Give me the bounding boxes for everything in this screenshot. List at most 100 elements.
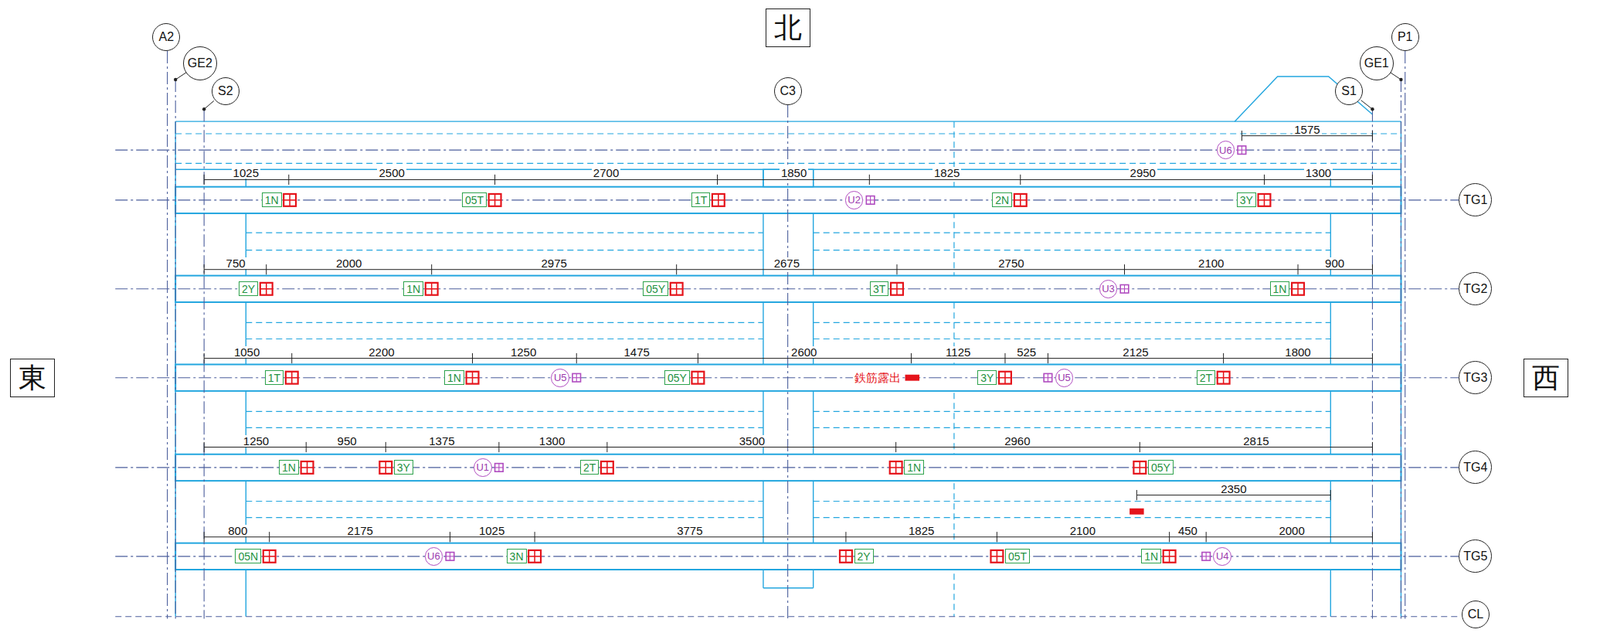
inspection-mark-cross bbox=[1217, 377, 1230, 379]
hidden-edge bbox=[813, 232, 1332, 234]
dimension-tick bbox=[845, 531, 846, 542]
dimension-label: 1025 bbox=[231, 166, 261, 179]
grid-bubble: C3 bbox=[774, 77, 802, 106]
node-label: 1T bbox=[694, 194, 707, 206]
anchor-mark bbox=[572, 373, 581, 382]
dimension-label: 2200 bbox=[366, 346, 396, 358]
anchor-mark-cross bbox=[445, 555, 455, 557]
anchor-mark-cross bbox=[1202, 555, 1211, 557]
dimension-label: 525 bbox=[1015, 346, 1038, 358]
inspection-mark-cross bbox=[670, 288, 683, 290]
hidden-edge bbox=[813, 338, 1332, 340]
dimension-line bbox=[203, 536, 1373, 537]
inspection-mark-cross bbox=[691, 377, 704, 379]
grid-bubble: S2 bbox=[211, 77, 240, 106]
anchor-mark bbox=[1120, 285, 1129, 294]
dimension-tick bbox=[1205, 531, 1207, 542]
direction-box: 東 bbox=[10, 358, 55, 398]
member-tag: 1N bbox=[1270, 281, 1291, 296]
dimension-label: 1050 bbox=[232, 346, 262, 358]
hidden-edge bbox=[245, 232, 764, 234]
hidden-edge bbox=[813, 427, 1332, 429]
inspection-mark-cross bbox=[990, 555, 1003, 558]
inspection-mark bbox=[1163, 550, 1176, 563]
dimension-label: 2675 bbox=[772, 257, 802, 269]
member-tag: 3T bbox=[869, 281, 889, 296]
dimension-label: 1825 bbox=[932, 166, 962, 179]
anchor-tag: U2 bbox=[845, 190, 864, 210]
dimension-label: 950 bbox=[336, 434, 359, 447]
dimension-tick bbox=[305, 441, 307, 452]
dimension-tick bbox=[1372, 353, 1373, 364]
grid-axis bbox=[166, 50, 168, 619]
dimension-label: 3500 bbox=[737, 434, 767, 447]
member-tag: 3Y bbox=[977, 370, 997, 385]
inspection-mark bbox=[998, 371, 1012, 384]
node-label: S2 bbox=[217, 84, 234, 98]
node-label: 1N bbox=[264, 194, 279, 206]
note-label: 鉄筋露出 bbox=[852, 371, 903, 384]
dimension-tick bbox=[1241, 130, 1243, 141]
inspection-mark-cross bbox=[260, 288, 273, 290]
node-label: 1N bbox=[1144, 550, 1159, 562]
member-tag: 05T bbox=[1005, 548, 1030, 564]
member-tag: 1N bbox=[444, 370, 465, 385]
dimension-label: 2350 bbox=[1219, 482, 1248, 495]
grid-bubble: TG4 bbox=[1458, 450, 1492, 484]
dimension-tick bbox=[203, 531, 205, 542]
inspection-mark-cross bbox=[466, 377, 479, 379]
member-tag: 05T bbox=[461, 192, 487, 208]
inspection-mark bbox=[691, 371, 704, 384]
member-tag: 1N bbox=[1141, 548, 1162, 564]
member-tag: 3Y bbox=[1236, 192, 1257, 208]
dimension-label: 1250 bbox=[241, 434, 271, 447]
grid-axis bbox=[1400, 79, 1402, 619]
inspection-mark bbox=[1291, 282, 1305, 296]
member-tag: 1N bbox=[403, 281, 424, 296]
dimension-tick bbox=[1263, 174, 1265, 185]
member-tag: 2T bbox=[580, 459, 599, 475]
hidden-edge bbox=[245, 338, 764, 340]
hidden-edge bbox=[175, 163, 1401, 164]
axis-leader bbox=[1361, 100, 1373, 110]
inspection-mark-cross bbox=[1163, 555, 1176, 558]
dimension-tick bbox=[1124, 264, 1125, 275]
inspection-mark-cross bbox=[1258, 199, 1271, 201]
node-label: U5 bbox=[553, 372, 568, 383]
dimension-tick bbox=[895, 441, 897, 452]
dimension-label: 1025 bbox=[477, 524, 507, 537]
grid-bubble: TG1 bbox=[1458, 183, 1492, 217]
inspection-mark-cross bbox=[712, 199, 725, 201]
dimension-tick bbox=[1330, 489, 1332, 500]
grid-bubble: TG5 bbox=[1458, 539, 1492, 573]
dimension-label: 1475 bbox=[621, 346, 651, 358]
dimension-tick bbox=[268, 531, 270, 542]
anchor-tag: U1 bbox=[473, 458, 493, 477]
dimension-label: 2700 bbox=[591, 166, 621, 179]
node-label: 2T bbox=[583, 461, 596, 473]
anchor-mark bbox=[445, 552, 455, 561]
node-label: 東 bbox=[18, 363, 47, 392]
grid-axis bbox=[1372, 108, 1373, 619]
member-tag: 2Y bbox=[854, 548, 874, 564]
inspection-mark bbox=[301, 461, 314, 474]
dimension-label: 2750 bbox=[996, 257, 1026, 269]
dimension-label: 2815 bbox=[1241, 434, 1271, 447]
damage-mark bbox=[1129, 508, 1144, 515]
inspection-mark-cross bbox=[263, 555, 276, 558]
dimension-tick bbox=[203, 353, 205, 364]
node-label: 05Y bbox=[645, 283, 666, 295]
anchor-mark-cross bbox=[1043, 377, 1053, 378]
dimension-tick bbox=[291, 353, 293, 364]
node-label: 05T bbox=[1008, 550, 1027, 562]
inspection-mark-cross bbox=[528, 555, 541, 558]
inspection-mark bbox=[1014, 193, 1027, 207]
member-tag: 2N bbox=[991, 192, 1013, 208]
node-label: 1N bbox=[907, 461, 921, 473]
dimension-tick bbox=[1222, 353, 1224, 364]
anchor-mark bbox=[1043, 373, 1053, 382]
hidden-edge bbox=[813, 249, 1332, 251]
member-tag: 2Y bbox=[238, 281, 259, 296]
grid-axis bbox=[115, 288, 1459, 289]
axis-leader bbox=[203, 100, 215, 109]
